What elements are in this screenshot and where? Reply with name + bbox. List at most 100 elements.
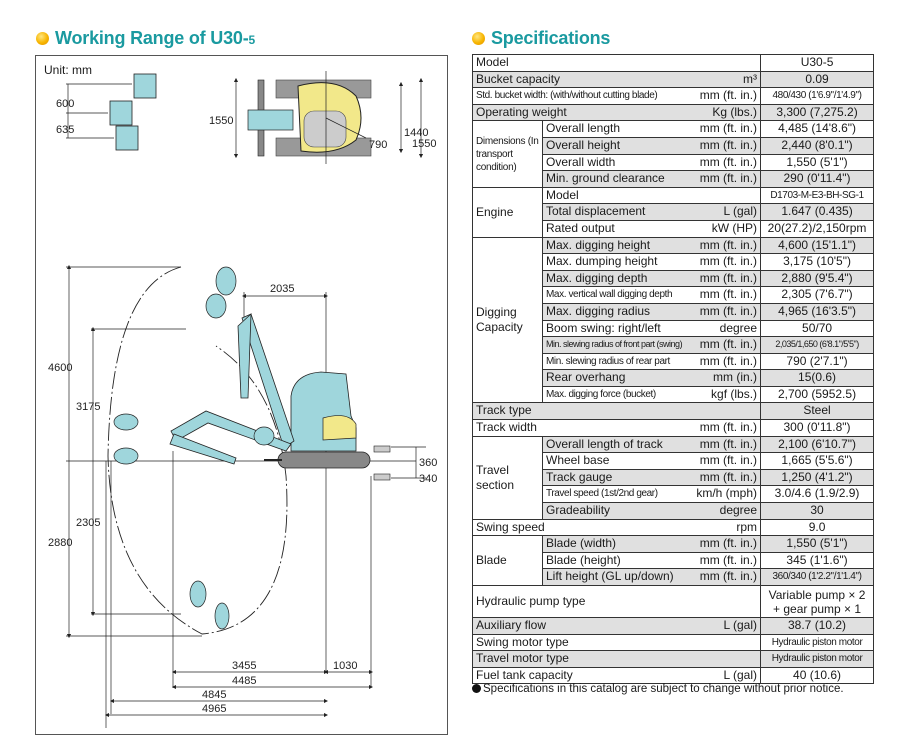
spec-value: 4,600 (15'1.1") (760, 236, 875, 255)
spec-label: Wheel base (542, 452, 689, 470)
top-view: 1550 790 1440 1550 (209, 71, 436, 164)
spec-label: Max. dumping height (542, 253, 689, 271)
spec-unit: mm (ft. in.) (688, 468, 762, 487)
spec-value: 2,035/1,650 (6'8.1"/5'5") (760, 336, 875, 354)
spec-row-track-width: Track width mm (ft. in.) 300 (0'11.8") (472, 419, 875, 437)
dim-4965: 4965 (202, 703, 226, 715)
spec-row-travel-motor: Travel motor type Hydraulic piston motor (471, 650, 875, 668)
spec-value: 345 (1'1.6") (760, 551, 875, 570)
spec-value-line1: Variable pump × 2 (768, 587, 866, 602)
spec-unit: L (gal) (688, 203, 762, 221)
spec-unit: mm (ft. in.) (688, 120, 762, 138)
spec-value: 38.7 (10.2) (760, 617, 875, 635)
dim-4600: 4600 (48, 362, 72, 374)
spec-unit: degree (688, 502, 762, 520)
spec-value: 50/70 (760, 319, 875, 338)
spec-row-track-type: Track type Steel (472, 402, 875, 421)
spec-unit: mm (ft. in.) (688, 551, 762, 570)
spec-row: Total displacement L (gal) 1.647 (0.435) (473, 203, 875, 221)
offset-view-3 (115, 125, 139, 151)
spec-row-swing-speed: Swing speed rpm 9.0 (472, 518, 875, 537)
spec-row: Engine Model D1703-M-E3-BH-SG-1 (472, 186, 875, 238)
spec-unit: mm (ft. in.) (688, 286, 762, 304)
spec-label: Auxiliary flow (472, 617, 689, 635)
spec-row: Track gauge mm (ft. in.) 1,250 (4'1.2") (473, 468, 875, 487)
spec-unit: L (gal) (688, 666, 762, 685)
spec-value: Steel (760, 402, 875, 421)
spec-unit: kW (HP) (688, 219, 762, 238)
working-range-drawing: 600 635 1550 790 1440 1550 (48, 71, 437, 728)
spec-value: 2,305 (7'6.7") (760, 286, 875, 304)
spec-label: Min. slewing radius of front part (swing… (542, 336, 689, 354)
spec-value: 30 (760, 502, 875, 520)
spec-label: Max. digging height (542, 236, 689, 255)
spec-value: 9.0 (760, 518, 875, 537)
dim-4845: 4845 (202, 689, 226, 701)
dim-3455: 3455 (232, 660, 256, 672)
spec-label: Travel motor type (471, 650, 762, 668)
orange-bullet-icon (472, 32, 485, 45)
spec-value: 1,665 (5'5.6") (760, 452, 875, 470)
spec-unit (688, 186, 762, 205)
offset-view-1 (133, 73, 157, 99)
dim-635: 635 (56, 124, 74, 136)
spec-unit: mm (ft. in.) (688, 170, 762, 188)
spec-unit: mm (ft. in.) (688, 269, 762, 288)
spec-row: Rated output kW (HP) 20(27.2)/2,150rpm (473, 219, 875, 238)
spec-label: Min. ground clearance (542, 170, 689, 188)
spec-value: 3.0/4.6 (1.9/2.9) (760, 485, 875, 504)
spec-value: D1703-M-E3-BH-SG-1 (760, 186, 875, 205)
bucket-deep (189, 580, 207, 608)
bucket-dump (113, 413, 139, 431)
spec-value: 360/340 (1'2.2"/1'1.4") (760, 568, 875, 586)
spec-label: Track type (472, 402, 689, 421)
spec-group-blade: Blade (472, 535, 543, 586)
spec-row: Travel speed (1st/2nd gear) km/h (mph) 3… (473, 485, 875, 504)
spec-unit: rpm (688, 518, 762, 537)
dim-4485: 4485 (232, 675, 256, 687)
spec-row: Blade Blade (width) mm (ft. in.) 1,550 (… (472, 535, 875, 586)
spec-row: Lift height (GL up/down) mm (ft. in.) 36… (473, 568, 875, 586)
spec-row: Digging Capacity Max. digging height mm … (472, 236, 875, 404)
spec-row: Min. ground clearance mm (ft. in.) 290 (… (473, 170, 875, 188)
specifications-title-text: Specifications (491, 28, 611, 48)
dim-1550-right: 1550 (412, 138, 436, 150)
spec-row-bucket-width: Std. bucket width: (with/without cutting… (472, 87, 875, 105)
spec-value: U30-5 (760, 54, 875, 72)
dim-360: 360 (419, 457, 437, 469)
spec-unit: mm (ft. in.) (688, 302, 762, 321)
dim-600: 600 (56, 98, 74, 110)
spec-value: 40 (10.6) (760, 666, 875, 685)
working-range-title: Working Range of U30-5 (36, 28, 255, 49)
spec-label: Model (471, 54, 762, 72)
spec-label: Blade (height) (542, 551, 689, 570)
unit-label: Unit: mm (44, 63, 92, 77)
spec-value: 15(0.6) (760, 369, 875, 387)
spec-value-line2: + gear pump × 1 (773, 601, 862, 616)
spec-label: Lift height (GL up/down) (542, 568, 689, 586)
spec-label: Max. vertical wall digging depth (542, 286, 689, 304)
dim-1030: 1030 (333, 660, 357, 672)
working-range-diagram: Unit: mm 600 635 1550 (35, 55, 448, 735)
spec-value: Hydraulic piston motor (760, 650, 875, 668)
spec-unit: Kg (lbs.) (688, 103, 762, 122)
spec-row-auxiliary-flow: Auxiliary flow L (gal) 38.7 (10.2) (472, 617, 875, 635)
spec-label: Operating weight (472, 103, 689, 122)
spec-label: Swing motor type (471, 633, 762, 652)
spec-unit: mm (ft. in.) (688, 352, 762, 371)
dim-2035: 2035 (270, 283, 294, 295)
spec-unit: mm (ft. in.) (688, 535, 762, 553)
spec-row: Gradeability degree 30 (473, 502, 875, 520)
boom-offset-views: 600 635 (56, 73, 157, 151)
spec-label: Boom swing: right/left (542, 319, 689, 338)
side-view: 4600 3175 2305 2880 2035 (48, 264, 437, 728)
spec-unit: kgf (lbs.) (688, 385, 762, 404)
spec-unit: mm (ft. in.) (688, 435, 762, 454)
spec-unit: degree (688, 319, 762, 338)
spec-label: Max. digging force (bucket) (542, 385, 689, 404)
spec-group-travel: Travel section (472, 435, 543, 520)
crawler-track (277, 451, 371, 469)
spec-row: Min. slewing radius of front part (swing… (473, 336, 875, 354)
spec-value: 3,175 (10'5") (760, 253, 875, 271)
bucket-top (215, 266, 237, 296)
